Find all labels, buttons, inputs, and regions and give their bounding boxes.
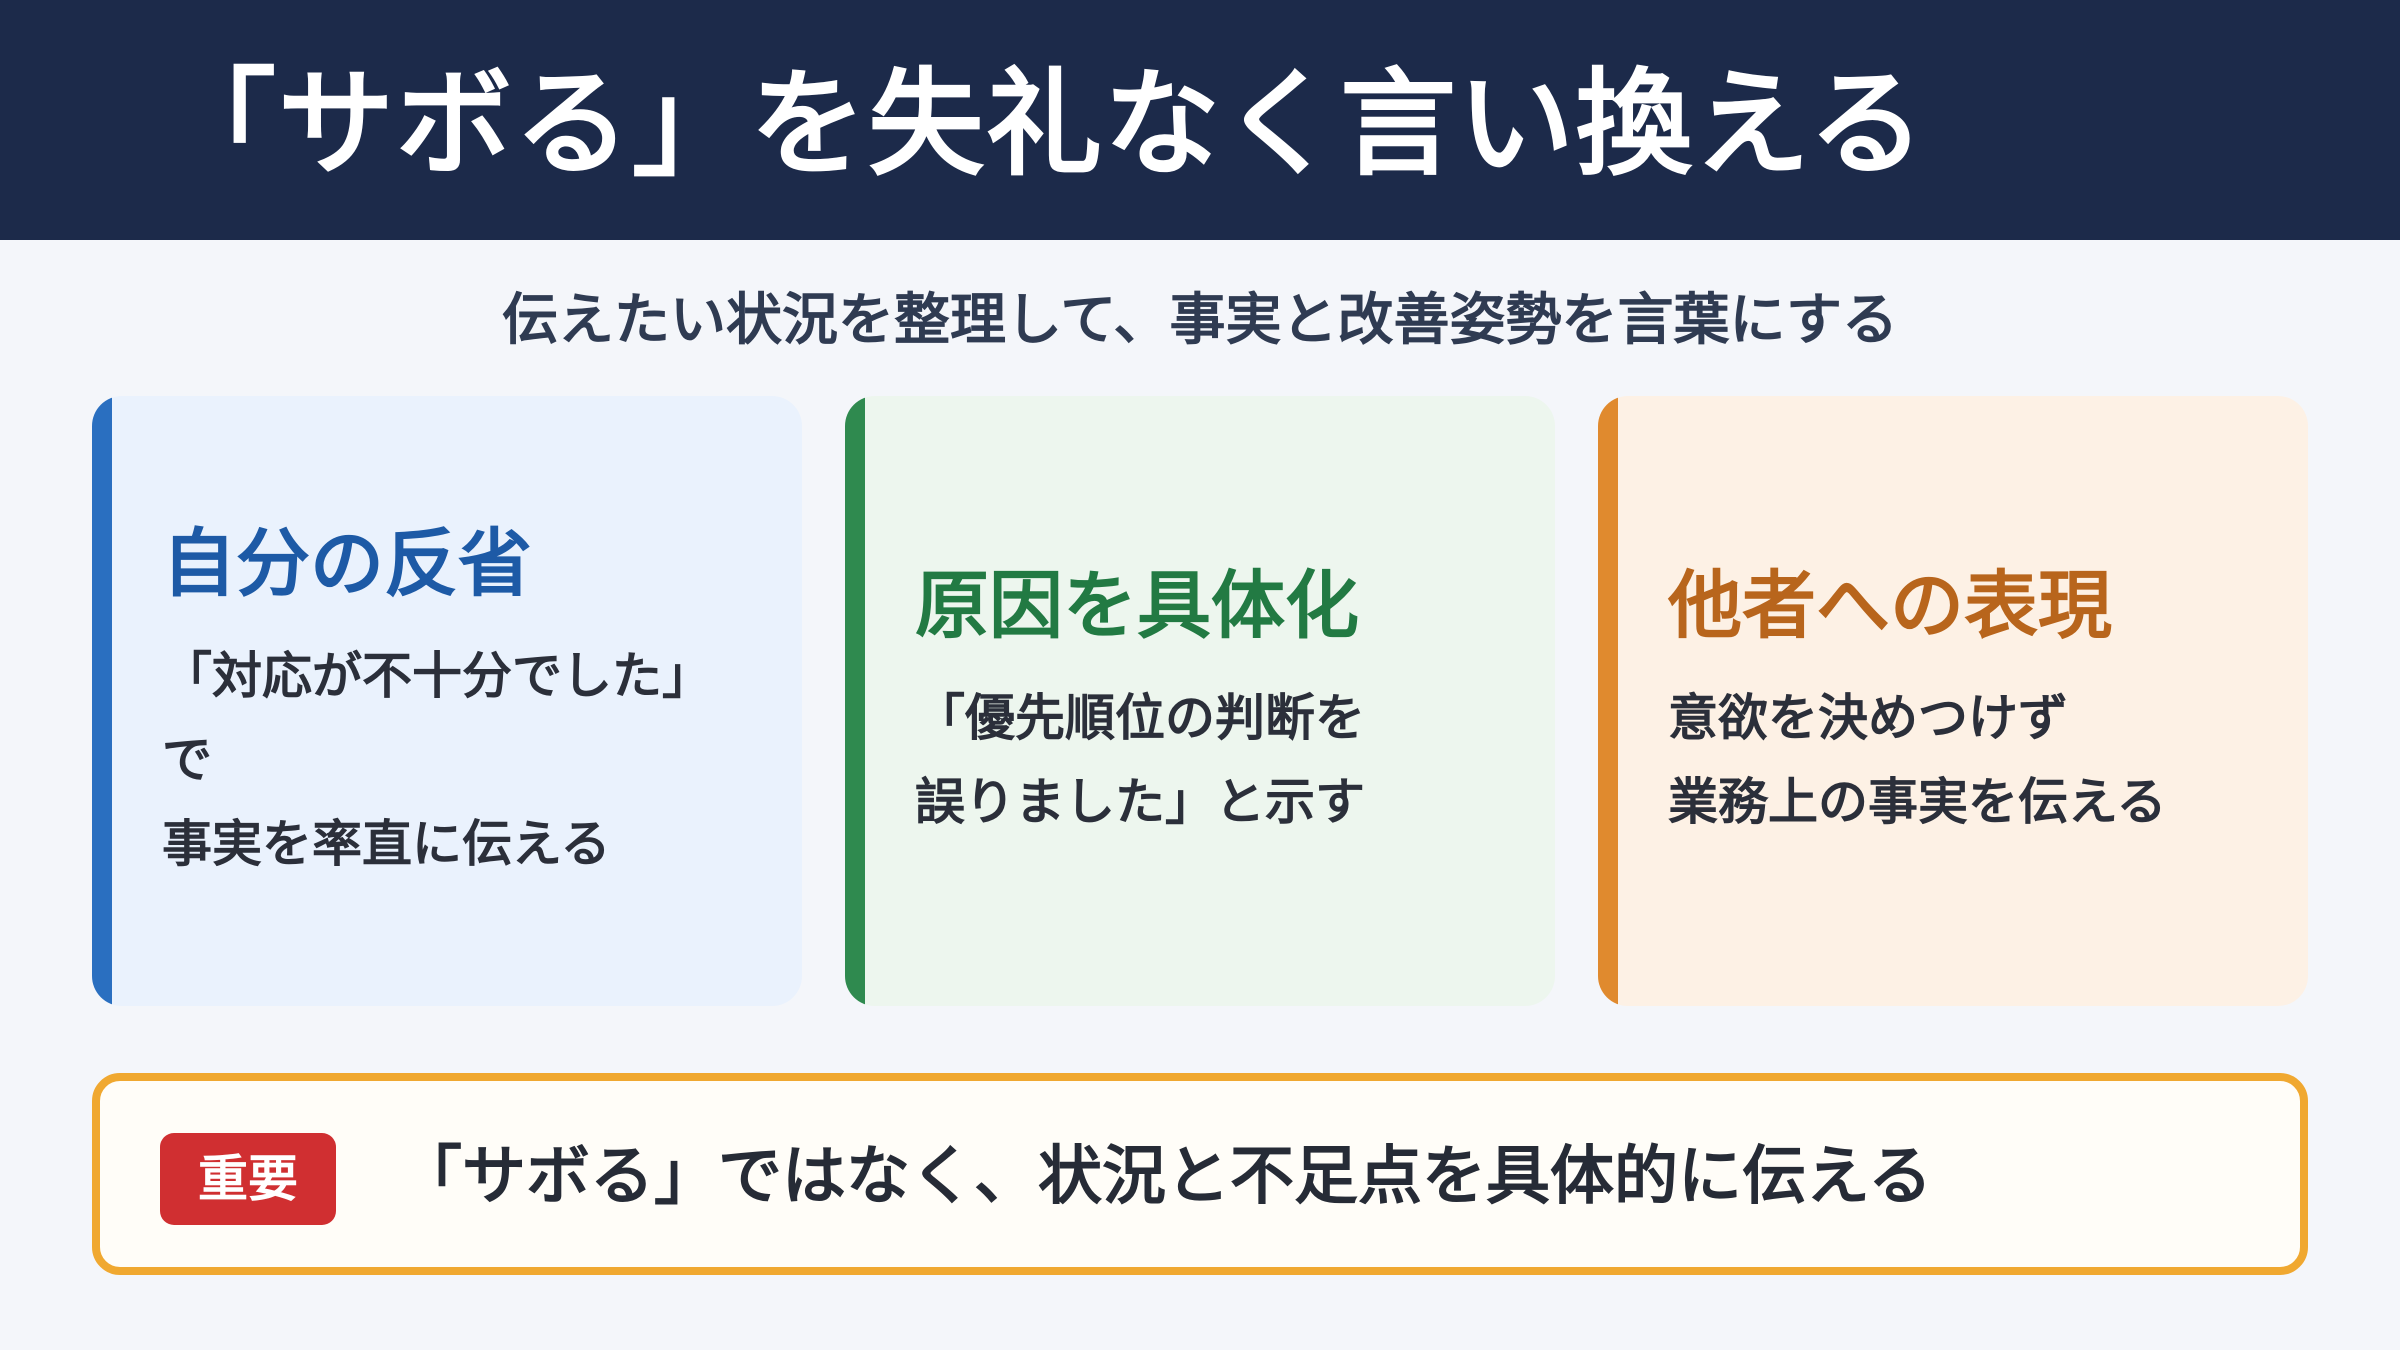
card-accent-bar xyxy=(845,396,865,1006)
notice-text: 「サボる」ではなく、状況と不足点を具体的に伝える xyxy=(398,1140,1933,1214)
card-body: 「優先順位の判断を 誤りました」と示す xyxy=(915,689,1365,831)
important-badge: 重要 xyxy=(160,1133,336,1225)
card-title: 自分の反省 xyxy=(162,521,532,607)
card-content: 自分の反省 「対応が不十分でした」 で 事実を率直に伝える xyxy=(162,396,762,1006)
card-title: 他者への表現 xyxy=(1668,563,2112,649)
page-title: 「サボる」を失礼なく言い換える xyxy=(160,57,1927,192)
card-expression-for-others: 他者への表現 意欲を決めつけず 業務上の事実を伝える xyxy=(1598,396,2308,1006)
important-notice: 重要 「サボる」ではなく、状況と不足点を具体的に伝える xyxy=(92,1073,2308,1275)
card-content: 他者への表現 意欲を決めつけず 業務上の事実を伝える xyxy=(1668,396,2268,1006)
card-accent-bar xyxy=(1598,396,1618,1006)
card-self-reflection: 自分の反省 「対応が不十分でした」 で 事実を率直に伝える xyxy=(92,396,802,1006)
title-banner: 「サボる」を失礼なく言い換える xyxy=(0,0,2400,240)
card-body: 「対応が不十分でした」 で 事実を率直に伝える xyxy=(162,647,712,873)
card-title: 原因を具体化 xyxy=(915,563,1359,649)
card-accent-bar xyxy=(92,396,112,1006)
card-content: 原因を具体化 「優先順位の判断を 誤りました」と示す xyxy=(915,396,1515,1006)
card-specify-cause: 原因を具体化 「優先順位の判断を 誤りました」と示す xyxy=(845,396,1555,1006)
card-body: 意欲を決めつけず 業務上の事実を伝える xyxy=(1668,689,2167,831)
subtitle: 伝えたい状況を整理して、事実と改善姿勢を言葉にする xyxy=(501,288,1899,353)
